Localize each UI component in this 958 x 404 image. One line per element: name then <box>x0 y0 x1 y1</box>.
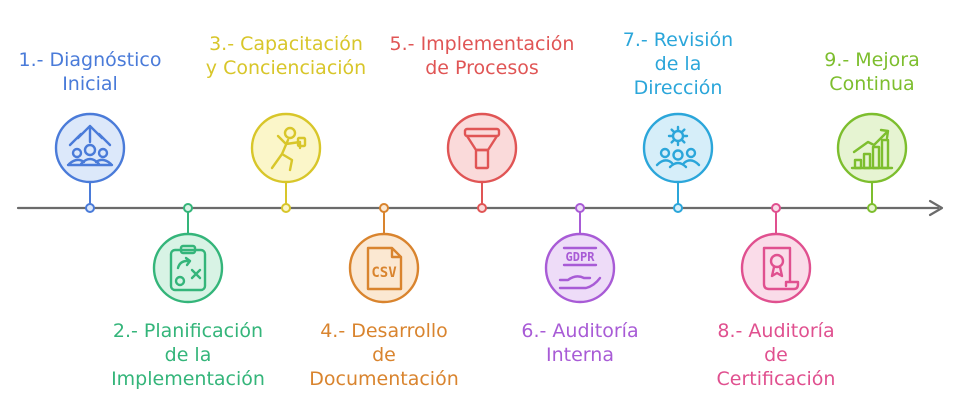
step-4-label-line: de <box>372 344 396 366</box>
step-5-label-line: de Procesos <box>425 57 539 79</box>
step-5-label-line: 5.- Implementación <box>389 33 575 55</box>
csv-file-icon: CSV <box>366 246 403 291</box>
axis-dot-step-6 <box>575 203 585 213</box>
step-1-label-line: 1.- Diagnóstico <box>18 49 162 71</box>
step-8-label-line: 8.- Auditoría <box>717 320 835 342</box>
step-8-node <box>740 232 812 304</box>
step-9-label-line: 9.- Mejora <box>824 49 920 71</box>
strategy-clipboard-icon <box>169 244 207 292</box>
bar-growth-icon <box>850 128 894 170</box>
axis-dot-step-7 <box>673 203 683 213</box>
step-2-label-line: 2.- Planificación <box>112 320 264 342</box>
step-7-label-line: 7.- Revisión <box>622 29 734 51</box>
axis-dot-step-9 <box>867 203 877 213</box>
step-9-node <box>836 112 908 184</box>
step-7-label-line: Dirección <box>633 77 723 99</box>
step-4-node: CSV <box>348 232 420 304</box>
funnel-icon <box>463 127 501 170</box>
step-5-node <box>446 112 518 184</box>
axis-dot-step-1 <box>85 203 95 213</box>
step-7-node <box>642 112 714 184</box>
step-6-label-line: 6.- Auditoría <box>521 320 639 342</box>
team-gear-icon <box>655 125 701 169</box>
person-training-icon <box>270 126 307 172</box>
step-2-label-line: Implementación <box>111 368 265 390</box>
axis-dot-step-5 <box>477 203 487 213</box>
step-2-label-line: de la <box>164 344 212 366</box>
axis-dot-step-8 <box>771 203 781 213</box>
step-7-label-line: de la <box>654 53 702 75</box>
svg-text:CSV: CSV <box>371 265 397 281</box>
step-3-node <box>250 112 322 184</box>
step-8-label-line: Certificación <box>716 368 836 390</box>
step-1-label-line: Inicial <box>62 73 118 95</box>
step-2-node <box>152 232 224 304</box>
step-8-label-line: de <box>764 344 788 366</box>
step-1-node <box>54 112 126 184</box>
step-3-label-line: y Concienciación <box>205 57 367 79</box>
step-3-label-line: 3.- Capacitación <box>209 33 363 55</box>
certificate-scroll-icon <box>762 246 800 291</box>
step-6-node: GDPR <box>544 232 616 304</box>
svg-text:GDPR: GDPR <box>566 250 596 264</box>
step-9-label-line: Continua <box>829 73 915 95</box>
axis-dot-step-3 <box>281 203 291 213</box>
growth-team-icon <box>66 124 114 167</box>
step-4-label-line: Documentación <box>309 368 459 390</box>
axis-dot-step-2 <box>183 203 193 213</box>
gdpr-hand-icon: GDPR <box>558 246 602 290</box>
axis-dot-step-4 <box>379 203 389 213</box>
step-6-label-line: Interna <box>546 344 614 366</box>
step-4-label-line: 4.- Desarrollo <box>320 320 448 342</box>
